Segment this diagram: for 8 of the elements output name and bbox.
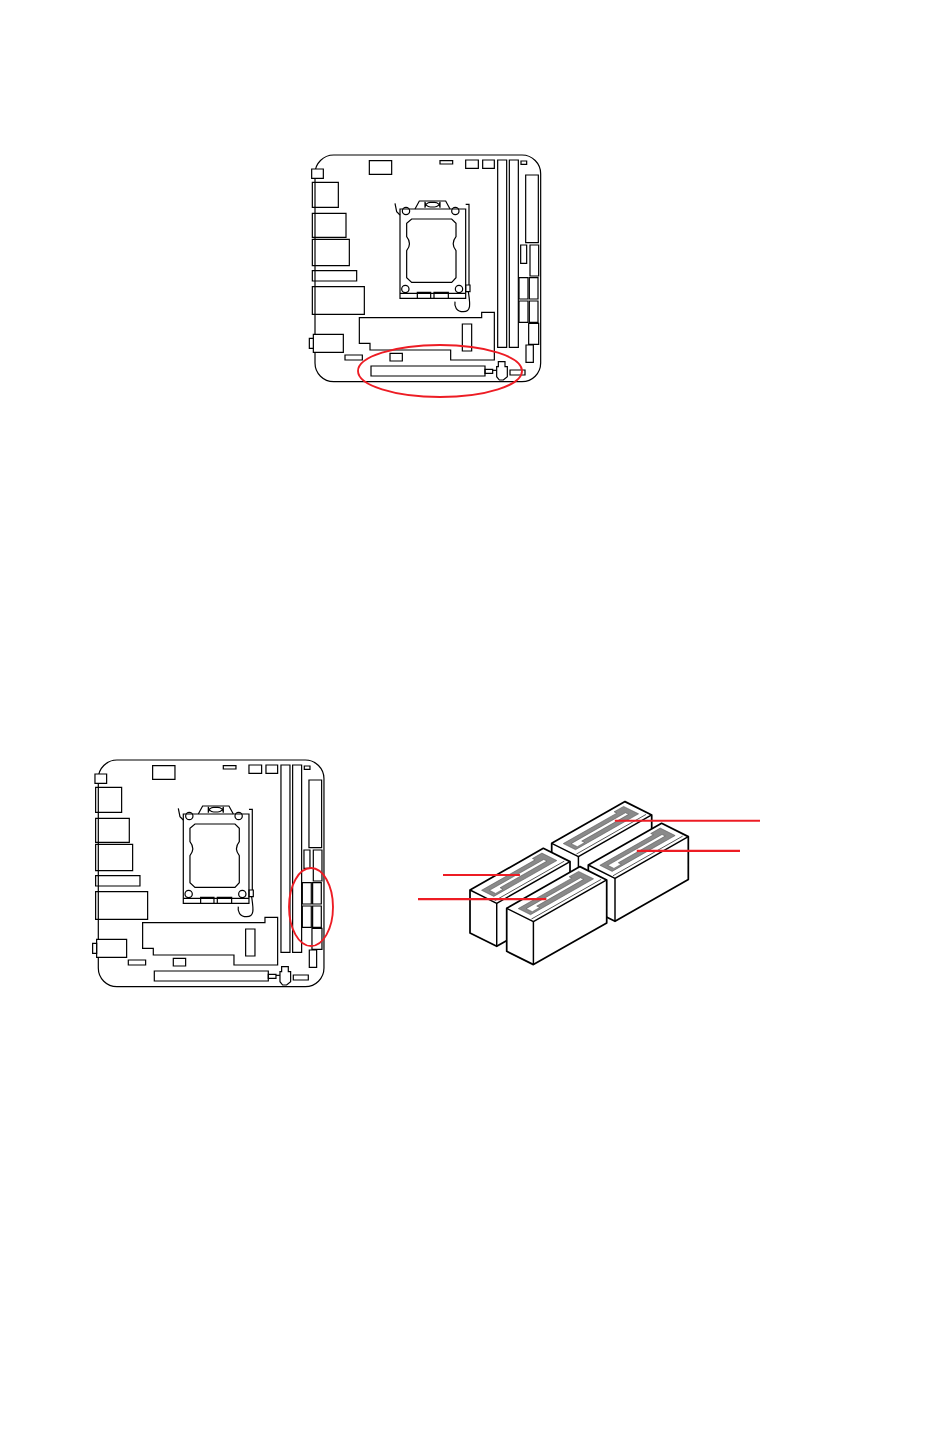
sata-port (518, 871, 594, 915)
leader-line (418, 898, 547, 901)
leader-line (636, 849, 740, 852)
leader-line (614, 819, 760, 822)
sata-port (599, 827, 676, 872)
leader-line (443, 873, 520, 877)
sata-port (481, 852, 558, 897)
sata-port (562, 806, 639, 850)
